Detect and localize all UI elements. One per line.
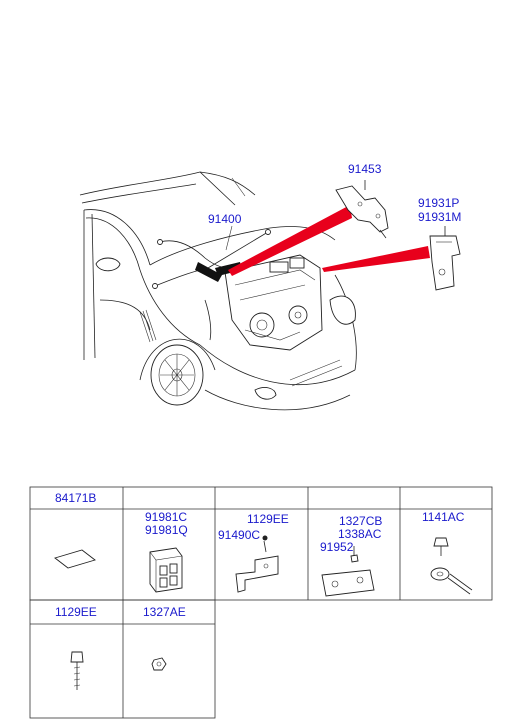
callout-91931p: 91931P (418, 196, 459, 210)
highlight-wedge-clip (322, 246, 430, 272)
callout-91400: 91400 (208, 212, 242, 226)
part-1141ac-bolt-terminal (430, 537, 473, 595)
table-header-1129ee: 1129EE (55, 605, 97, 619)
table-label-1327cb: 1327CB (339, 514, 382, 528)
table-label-1129ee: 1129EE (247, 512, 289, 526)
table-label-91981q: 91981Q (145, 523, 188, 537)
part-91952-plate (321, 546, 375, 597)
part-1327ae-nut (151, 657, 167, 671)
table-label-91952: 91952 (320, 540, 354, 554)
car-illustration (79, 171, 357, 411)
table-header-84171b: 84171B (55, 491, 96, 505)
engine-block (224, 254, 323, 351)
table-label-91490c: 91490C (218, 528, 260, 542)
callout-91453: 91453 (348, 162, 382, 176)
table-label-1141ac: 1141AC (422, 510, 465, 524)
clip-91931 (429, 226, 461, 291)
bracket-91453 (335, 180, 389, 239)
wheel (150, 344, 204, 406)
table-label-91981c: 91981C (145, 510, 187, 524)
part-91490c-bracket (235, 535, 279, 593)
part-1129ee-bolt (70, 651, 84, 690)
part-84171b-pad (54, 549, 96, 569)
table-label-1338ac: 1338AC (338, 527, 382, 541)
parts-table (29, 486, 493, 719)
table-header-1327ae: 1327AE (143, 605, 186, 619)
part-91981c-connector (149, 547, 183, 593)
leader-91400 (225, 225, 233, 251)
highlight-wedge-bracket (228, 205, 352, 276)
callout-91931m: 91931M (418, 210, 461, 224)
highlight-wedges (228, 205, 430, 276)
